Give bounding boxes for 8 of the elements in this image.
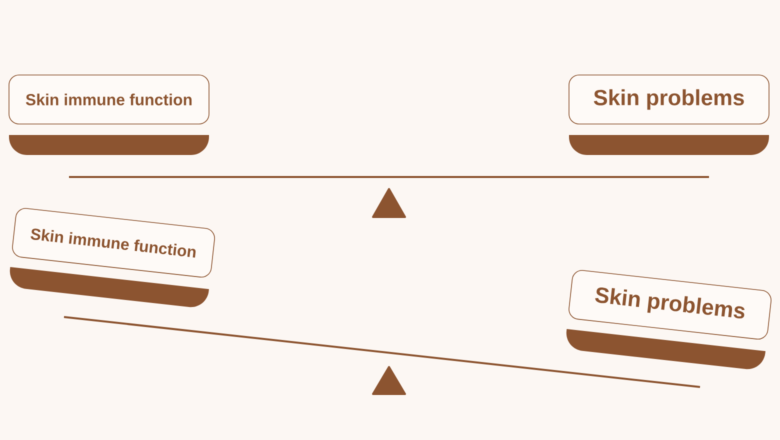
text-box: Skin problems <box>568 270 772 340</box>
text-box: Skin problems <box>568 74 770 124</box>
scale-pan <box>10 267 209 308</box>
scale-pan <box>569 135 769 155</box>
text-box: Skin immune function <box>12 208 215 278</box>
text-box: Skin immune function <box>8 74 210 124</box>
scale-pan <box>9 135 209 155</box>
scale-pan <box>566 329 766 370</box>
